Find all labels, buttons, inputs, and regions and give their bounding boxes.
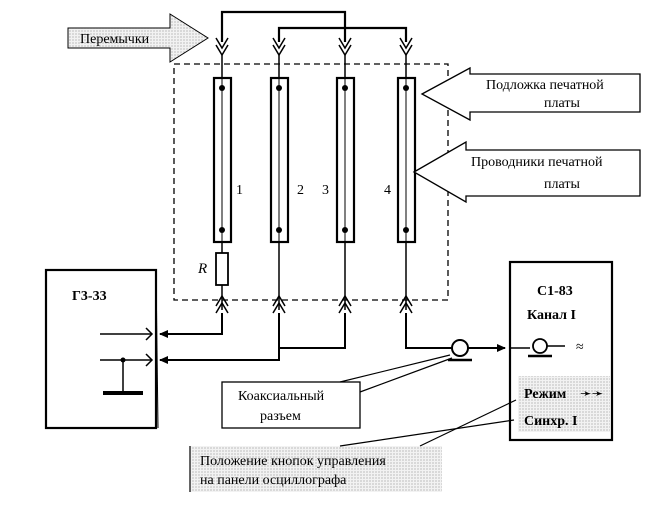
oscilloscope-channel: Канал I [527, 308, 576, 323]
generator-block: Г3-33 [44, 268, 159, 430]
substrate-label-line2: платы [544, 96, 580, 111]
oscilloscope-model: С1-83 [537, 284, 573, 299]
wiring [159, 313, 506, 364]
oscilloscope-block: С1-83 Канал I ≈ Режим ➛➛ Синхр. I [508, 260, 614, 442]
conductors-callout: Проводники печатной платы [412, 140, 641, 204]
jumpers-callout: Перемычки [67, 13, 209, 63]
coax-label-line1: Коаксиальный [238, 389, 325, 404]
conductors-label-line1: Проводники печатной [471, 155, 603, 170]
mode-label: Режим [524, 387, 567, 402]
buttons-label-line1: Положение кнопок управления [200, 454, 386, 469]
coax-label-line2: разъем [260, 409, 301, 424]
buttons-callout: Положение кнопок управления на панели ос… [189, 399, 517, 492]
conductor-number-3: 3 [322, 183, 329, 198]
conductor-number-2: 2 [297, 183, 304, 198]
ac-symbol: ≈ [576, 340, 584, 355]
jumpers-label: Перемычки [80, 32, 150, 47]
generator-label: Г3-33 [72, 289, 107, 304]
conductor-number-4: 4 [384, 183, 391, 198]
conductors-label-line2: платы [544, 177, 580, 192]
coax-callout: Коаксиальный разъем [221, 354, 453, 429]
bottom-leads [215, 242, 413, 314]
buttons-label-line2: на панели осциллографа [200, 473, 347, 488]
jumper-wires [220, 10, 408, 42]
conductor-number-1: 1 [236, 183, 243, 198]
coax-connector [448, 339, 472, 362]
conductor-strips [212, 76, 417, 244]
resistor-label: R [197, 261, 207, 277]
substrate-label-line1: Подложка печатной [486, 78, 604, 93]
top-leads [215, 37, 413, 78]
mode-arrow-icon: ➛➛ [580, 387, 604, 402]
mode-panel [518, 376, 610, 432]
substrate-callout: Подложка печатной платы [420, 66, 641, 122]
sync-label: Синхр. I [524, 414, 577, 429]
